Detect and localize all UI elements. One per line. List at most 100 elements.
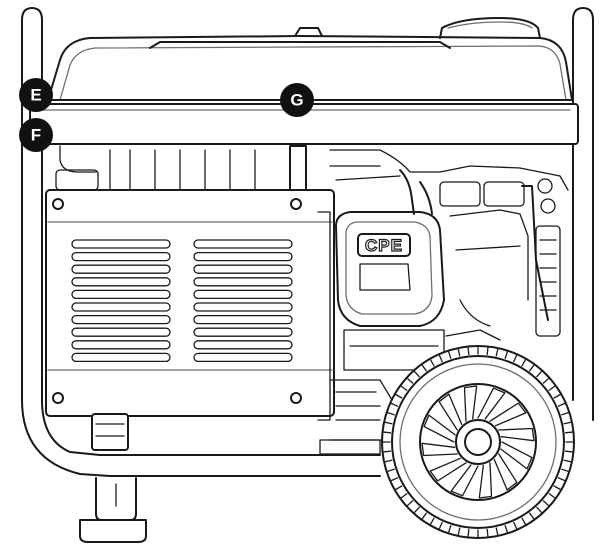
vent-slot [71, 289, 171, 300]
tread-notch [406, 500, 414, 507]
tread-notch [421, 512, 427, 520]
wheel-spokes [421, 385, 535, 499]
tread-notch [495, 527, 499, 536]
tread-notch [542, 500, 550, 507]
callout-e-circle [19, 78, 53, 112]
vent-slot [71, 314, 171, 325]
tread-notch [529, 512, 535, 520]
wheel-spoke [478, 462, 493, 499]
tread-notch [529, 364, 535, 372]
tread-notch [390, 402, 399, 407]
tread-notch [521, 359, 527, 367]
tread-notch [406, 377, 414, 384]
tread-notch [548, 385, 556, 391]
wheel-spoke [498, 427, 535, 442]
wheel-spoke [438, 393, 463, 431]
tread-notch [564, 431, 574, 434]
wheel-spoke [477, 387, 506, 420]
tread-notch [521, 517, 527, 525]
callout-f-circle [19, 118, 53, 152]
tread-notch [564, 450, 574, 453]
foot [79, 413, 147, 543]
callout-e: E [19, 78, 53, 112]
wheel-spoke [500, 441, 533, 470]
vent-slot [193, 289, 293, 300]
control-panel [45, 189, 335, 417]
vent-slot [71, 239, 171, 249]
tread-notch [553, 393, 561, 399]
vent-slot [193, 239, 293, 249]
tread-notch [438, 354, 443, 363]
vent-slot [193, 340, 293, 350]
tread-notch [536, 370, 543, 378]
tread-notch [486, 346, 489, 356]
vent-slot [193, 314, 293, 325]
tread-notch [382, 450, 392, 453]
tread-notch [429, 517, 435, 525]
tread-notch [486, 528, 489, 538]
tread-notch [467, 346, 470, 356]
tread-notch [447, 525, 452, 534]
tread-notch [563, 459, 572, 463]
wheel-spoke [493, 453, 518, 491]
tread-notch [557, 402, 566, 407]
tread-notch [557, 477, 566, 482]
frame-tube [21, 7, 594, 477]
callout-g: G [280, 83, 314, 117]
engine-right-parts [445, 185, 561, 341]
tread-notch [421, 364, 427, 372]
vent-slot [71, 327, 171, 337]
engine-block: CPE [317, 169, 445, 421]
tread-notch [438, 521, 443, 530]
tread-notch [395, 393, 403, 399]
vent-slot [193, 264, 293, 274]
wheel-spoke [421, 442, 458, 457]
tread-notch [504, 525, 509, 534]
vent-slot [193, 302, 293, 312]
tread-notch [413, 506, 420, 514]
fuel-tank [47, 17, 573, 101]
vent-slot [193, 277, 293, 287]
vent-slot [71, 277, 171, 287]
vent-slot [71, 264, 171, 274]
wheel-tread [382, 346, 574, 538]
tread-notch [447, 350, 452, 359]
tread-notch [563, 421, 572, 425]
tread-notch [429, 359, 435, 367]
wheel-spoke [463, 385, 478, 422]
engine-logo: CPE [365, 236, 403, 255]
tread-notch [386, 411, 395, 416]
tread-notch [561, 411, 570, 416]
tread-notch [504, 350, 509, 359]
tread-notch [384, 459, 393, 463]
tread-notch [400, 385, 408, 391]
vent-slot [71, 251, 171, 262]
tread-notch [384, 421, 393, 425]
vent-slot [193, 352, 293, 363]
vent-slot [71, 302, 171, 312]
tread-notch [513, 354, 518, 363]
wheel-spoke [423, 414, 456, 443]
tread-notch [390, 477, 399, 482]
tread-notch [542, 377, 550, 384]
vent-slot [193, 251, 293, 262]
vent-right [193, 239, 293, 363]
vent-slot [71, 352, 171, 363]
wheel-spoke [489, 402, 527, 427]
vent-left [71, 239, 171, 363]
tread-notch [382, 431, 392, 434]
tread-notch [513, 521, 518, 530]
tread-notch [395, 485, 403, 491]
vent-slot [71, 340, 171, 350]
tread-notch [413, 370, 420, 378]
vent-slot [193, 327, 293, 337]
callout-g-circle [280, 83, 314, 117]
callout-g-label: G [290, 91, 303, 110]
tread-notch [386, 468, 395, 473]
tread-notch [467, 528, 470, 538]
tread-notch [536, 506, 543, 514]
callout-e-label: E [30, 86, 41, 105]
wheel [381, 345, 575, 539]
